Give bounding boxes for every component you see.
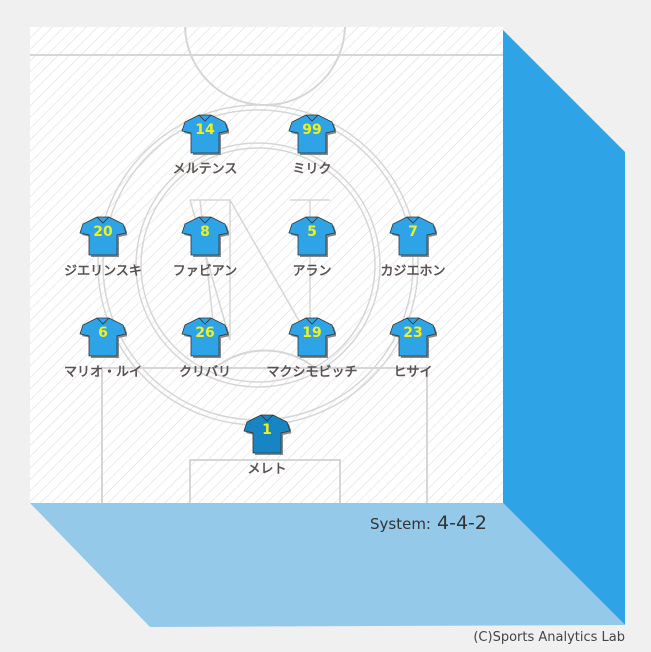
player-fw: 14 メルテンス [145, 113, 265, 177]
shirt-icon: 6 [79, 316, 127, 358]
shirt-icon: 23 [389, 316, 437, 358]
shirt-icon: 7 [389, 215, 437, 257]
shirt-number: 6 [98, 325, 108, 341]
player-name: ヒサイ [393, 365, 433, 380]
shirt-icon: 8 [181, 215, 229, 257]
player-name: メレト [247, 462, 287, 477]
system-value: 4-4-2 [437, 512, 487, 534]
player-name: ミリク [292, 162, 332, 177]
player-df: 19 マクシモビッチ [252, 316, 372, 380]
shirt-number: 8 [200, 224, 210, 240]
player-gk: 1 メレト [207, 413, 327, 477]
shirt-number: 7 [408, 224, 418, 240]
shirt-icon: 19 [288, 316, 336, 358]
side-panel [503, 30, 625, 625]
shirt-icon: 26 [181, 316, 229, 358]
shirt-number: 1 [262, 422, 272, 438]
system-readout: System: 4-4-2 [370, 512, 487, 534]
player-name: クリバリ [178, 365, 231, 380]
credit: (C)Sports Analytics Lab [473, 630, 625, 645]
shirt-number: 5 [307, 224, 317, 240]
shirt-icon: 5 [288, 215, 336, 257]
player-mf: 8 ファビアン [145, 215, 265, 279]
player-mf: 5 アラン [252, 215, 372, 279]
player-name: メルテンス [172, 162, 238, 177]
player-df: 6 マリオ・ルイ [43, 316, 163, 380]
player-df: 23 ヒサイ [353, 316, 473, 380]
shirt-number: 26 [195, 325, 215, 341]
player-name: ジエリンスキ [64, 264, 142, 279]
shirt-icon: 99 [288, 113, 336, 155]
shirt-number: 14 [195, 122, 215, 138]
shirt-number: 19 [302, 325, 322, 341]
shirt-number: 23 [403, 325, 423, 341]
player-name: アラン [292, 264, 332, 279]
shirt-number: 20 [93, 224, 113, 240]
bottom-panel [30, 503, 625, 627]
shirt-icon: 14 [181, 113, 229, 155]
player-fw: 99 ミリク [252, 113, 372, 177]
player-name: マクシモビッチ [266, 365, 358, 380]
shirt-icon: 1 [243, 413, 291, 455]
player-mf: 20 ジエリンスキ [43, 215, 163, 279]
player-df: 26 クリバリ [145, 316, 265, 380]
player-name: マリオ・ルイ [63, 365, 142, 380]
shirt-icon: 20 [79, 215, 127, 257]
player-mf: 7 カジエホン [353, 215, 473, 279]
shirt-number: 99 [302, 122, 322, 138]
player-name: ファビアン [172, 264, 238, 279]
system-label: System: [370, 515, 431, 533]
player-name: カジエホン [380, 264, 446, 279]
